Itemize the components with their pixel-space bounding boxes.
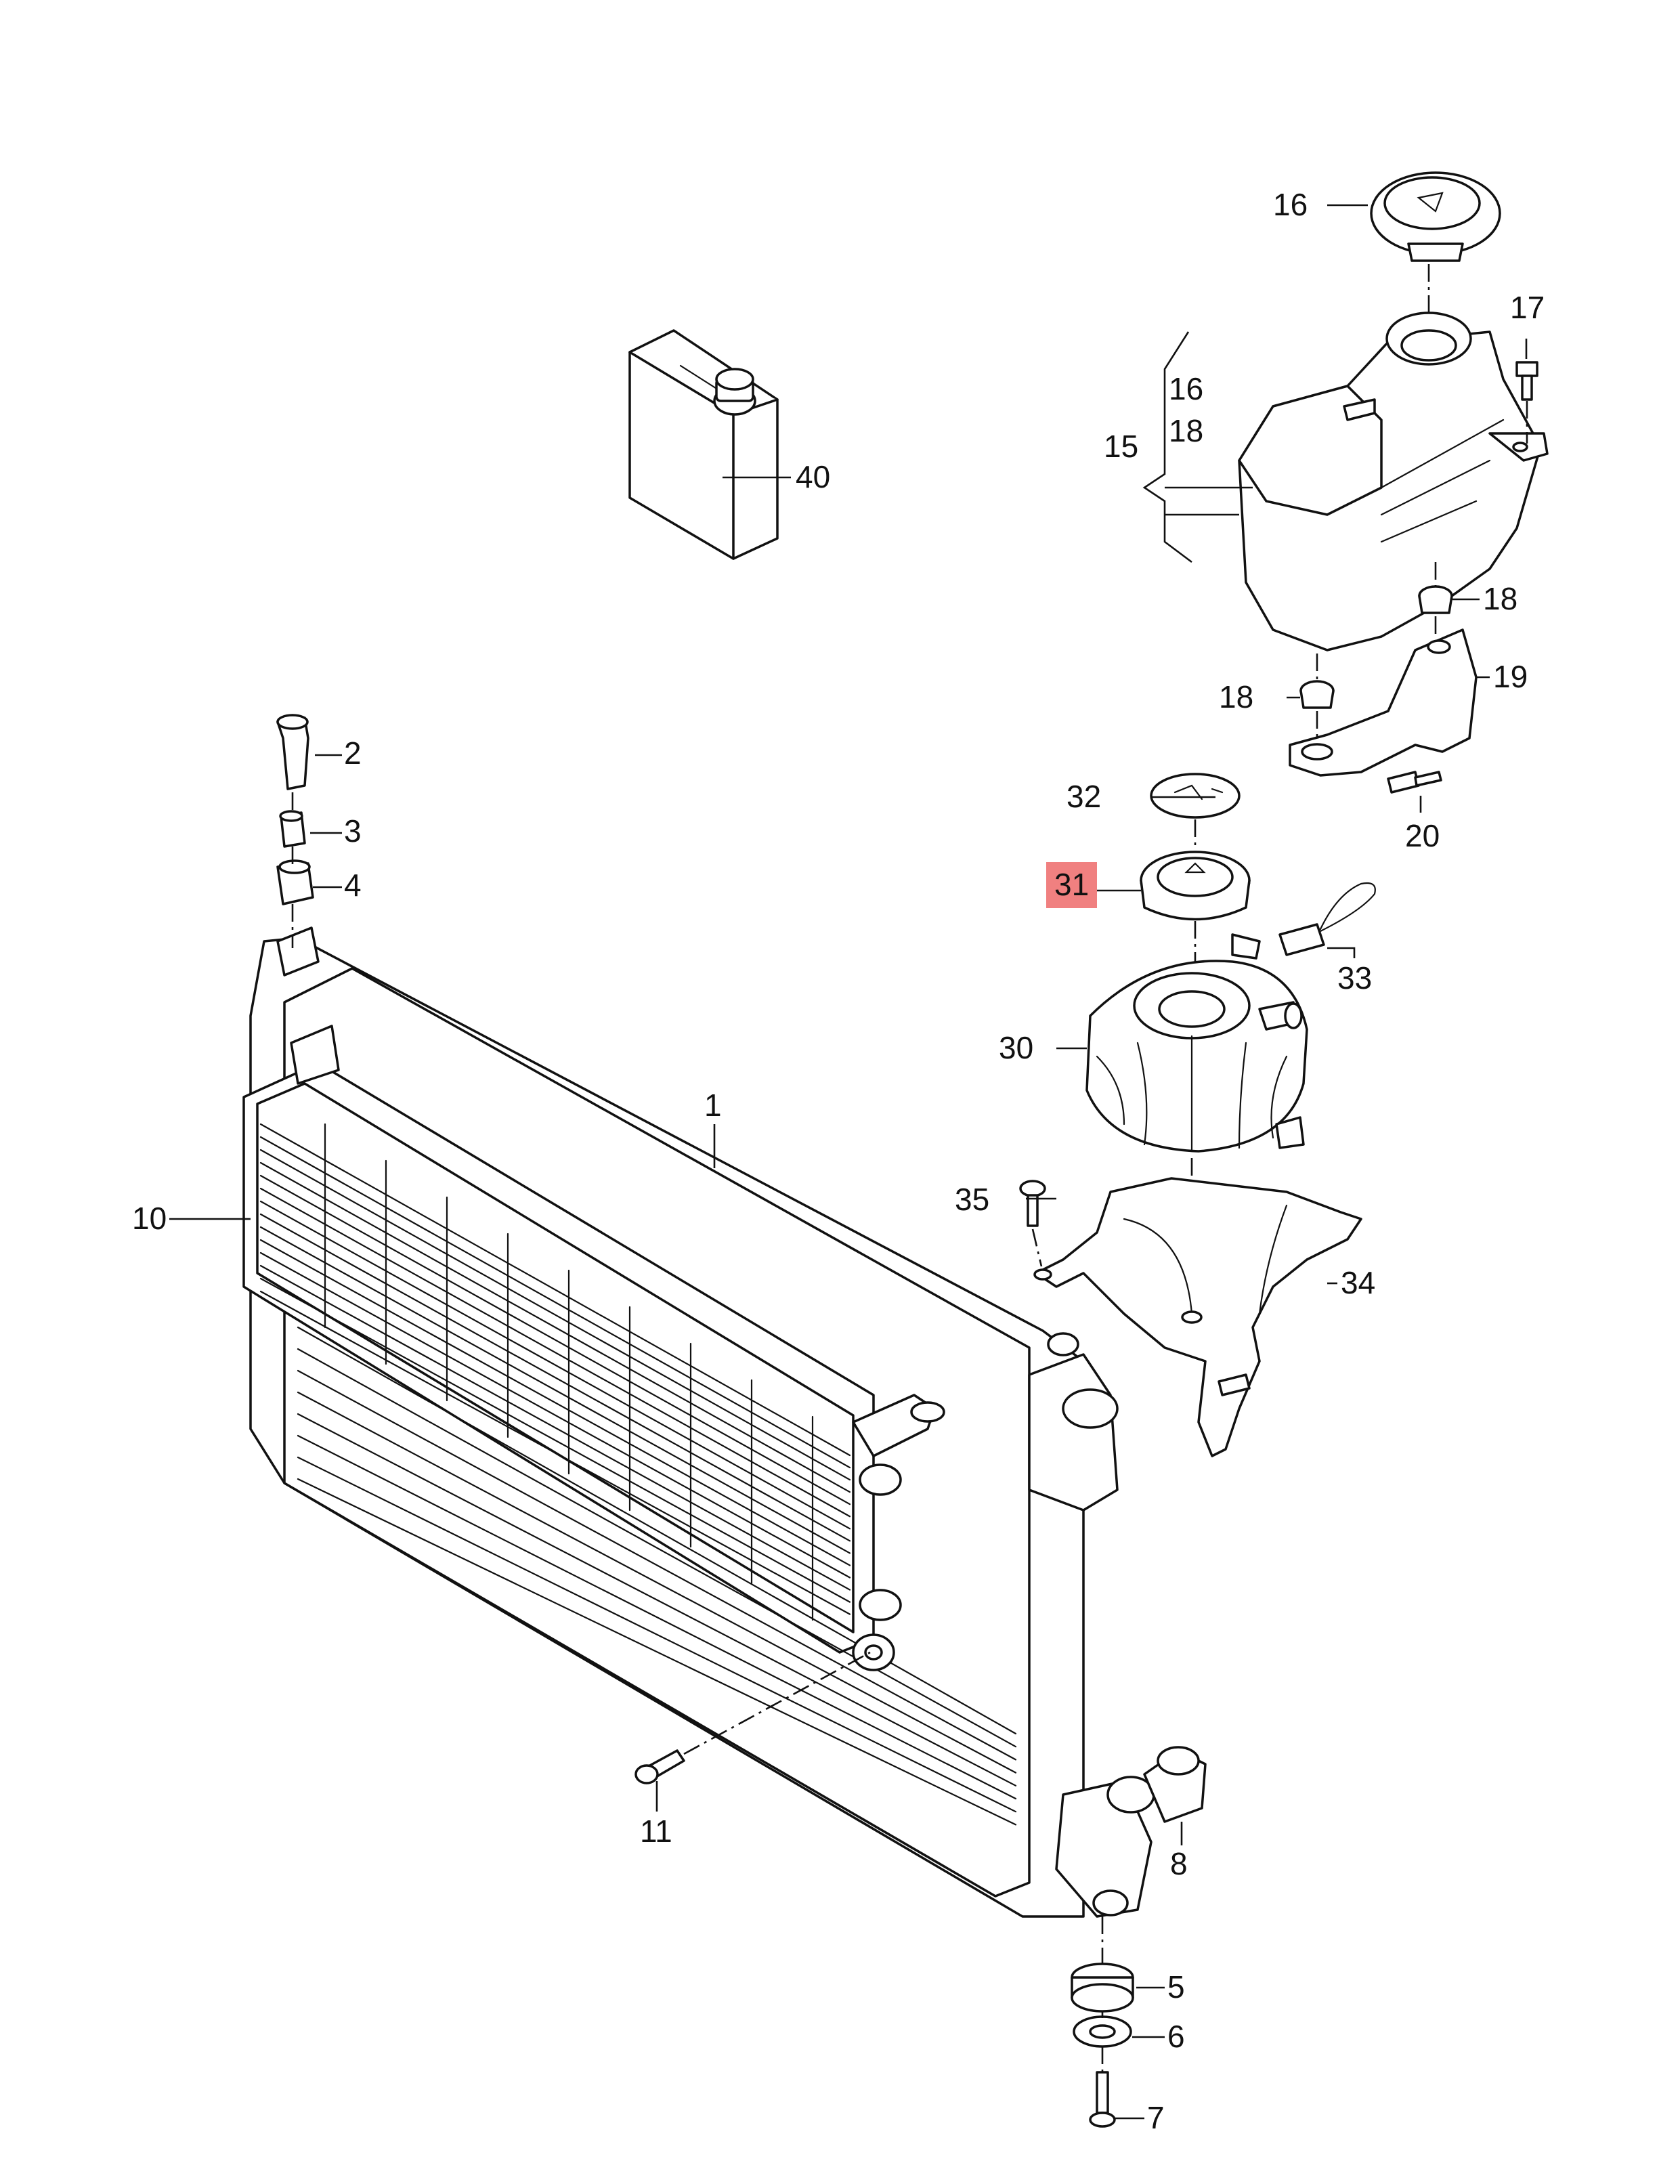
tank-cap-16-part xyxy=(1370,171,1501,262)
bolt-11-part xyxy=(634,1749,685,1784)
retainer-33-part xyxy=(1278,882,1376,956)
callout-11[interactable]: 11 xyxy=(640,1814,672,1849)
callout-1[interactable]: 1 xyxy=(704,1088,722,1123)
callout-18-right[interactable]: 18 xyxy=(1483,581,1517,616)
callout-3[interactable]: 3 xyxy=(344,813,362,849)
radiator-details xyxy=(276,926,1155,1918)
callout-20[interactable]: 20 xyxy=(1405,818,1440,853)
callout-17[interactable]: 17 xyxy=(1510,290,1545,325)
leader-lines xyxy=(169,204,1528,2120)
callout-34[interactable]: 34 xyxy=(1341,1265,1375,1300)
nut-18-right-part xyxy=(1418,585,1453,614)
callout-2[interactable]: 2 xyxy=(344,735,362,771)
callout-31[interactable]: 31 xyxy=(1054,867,1089,902)
screw-20-part xyxy=(1387,771,1442,794)
bracket-34-part xyxy=(1033,1177,1362,1457)
screw-17-part xyxy=(1515,361,1538,401)
screw-35-part xyxy=(1019,1180,1046,1227)
callout-10[interactable]: 10 xyxy=(132,1201,167,1236)
bush-5-part xyxy=(1071,1963,1134,2013)
callout-16-tank[interactable]: 16 xyxy=(1273,187,1308,222)
callout-15[interactable]: 15 xyxy=(1104,429,1138,464)
callout-16-group[interactable]: 16 xyxy=(1169,371,1203,406)
callout-33[interactable]: 33 xyxy=(1337,960,1372,995)
cap-seal-32-part xyxy=(1150,773,1241,819)
callout-18-group[interactable]: 18 xyxy=(1169,413,1203,448)
mounting-pin-part xyxy=(276,714,309,790)
bracket-19-part xyxy=(1289,628,1478,777)
callout-40[interactable]: 40 xyxy=(796,459,830,494)
callout-6[interactable]: 6 xyxy=(1167,2019,1185,2054)
axis-line-35 xyxy=(1031,1228,1043,1267)
callout-19[interactable]: 19 xyxy=(1493,659,1528,694)
callout-7[interactable]: 7 xyxy=(1147,2100,1165,2135)
flange-part xyxy=(1143,1746,1207,1823)
rubber-mount-part xyxy=(276,859,314,905)
coolant-canister-part xyxy=(628,329,779,560)
callout-18-left[interactable]: 18 xyxy=(1219,679,1253,714)
callout-32[interactable]: 32 xyxy=(1067,779,1101,814)
callout-35[interactable]: 35 xyxy=(955,1182,989,1217)
rubber-bush-part xyxy=(279,810,306,848)
callout-4[interactable]: 4 xyxy=(344,868,362,903)
screw-7-part xyxy=(1089,2071,1116,2128)
callout-labels: 1 2 3 4 5 6 7 8 10 11 15 16 16 18 17 18 … xyxy=(132,187,1545,2135)
axis-line-18 xyxy=(1316,562,1437,742)
callout-5[interactable]: 5 xyxy=(1167,1969,1185,2005)
callout-8[interactable]: 8 xyxy=(1170,1846,1188,1881)
radiator-fins xyxy=(259,1123,1017,1826)
callout-30[interactable]: 30 xyxy=(999,1030,1033,1065)
expansion-tank-30-part xyxy=(1085,933,1308,1153)
axis-line-11 xyxy=(683,1651,871,1755)
pressure-cap-31-part xyxy=(1140,851,1251,921)
bush-6-part xyxy=(1073,2015,1132,2048)
highlight-box xyxy=(1046,862,1097,908)
expansion-tank-part xyxy=(1238,312,1549,651)
nut-18-left-part xyxy=(1299,680,1335,709)
